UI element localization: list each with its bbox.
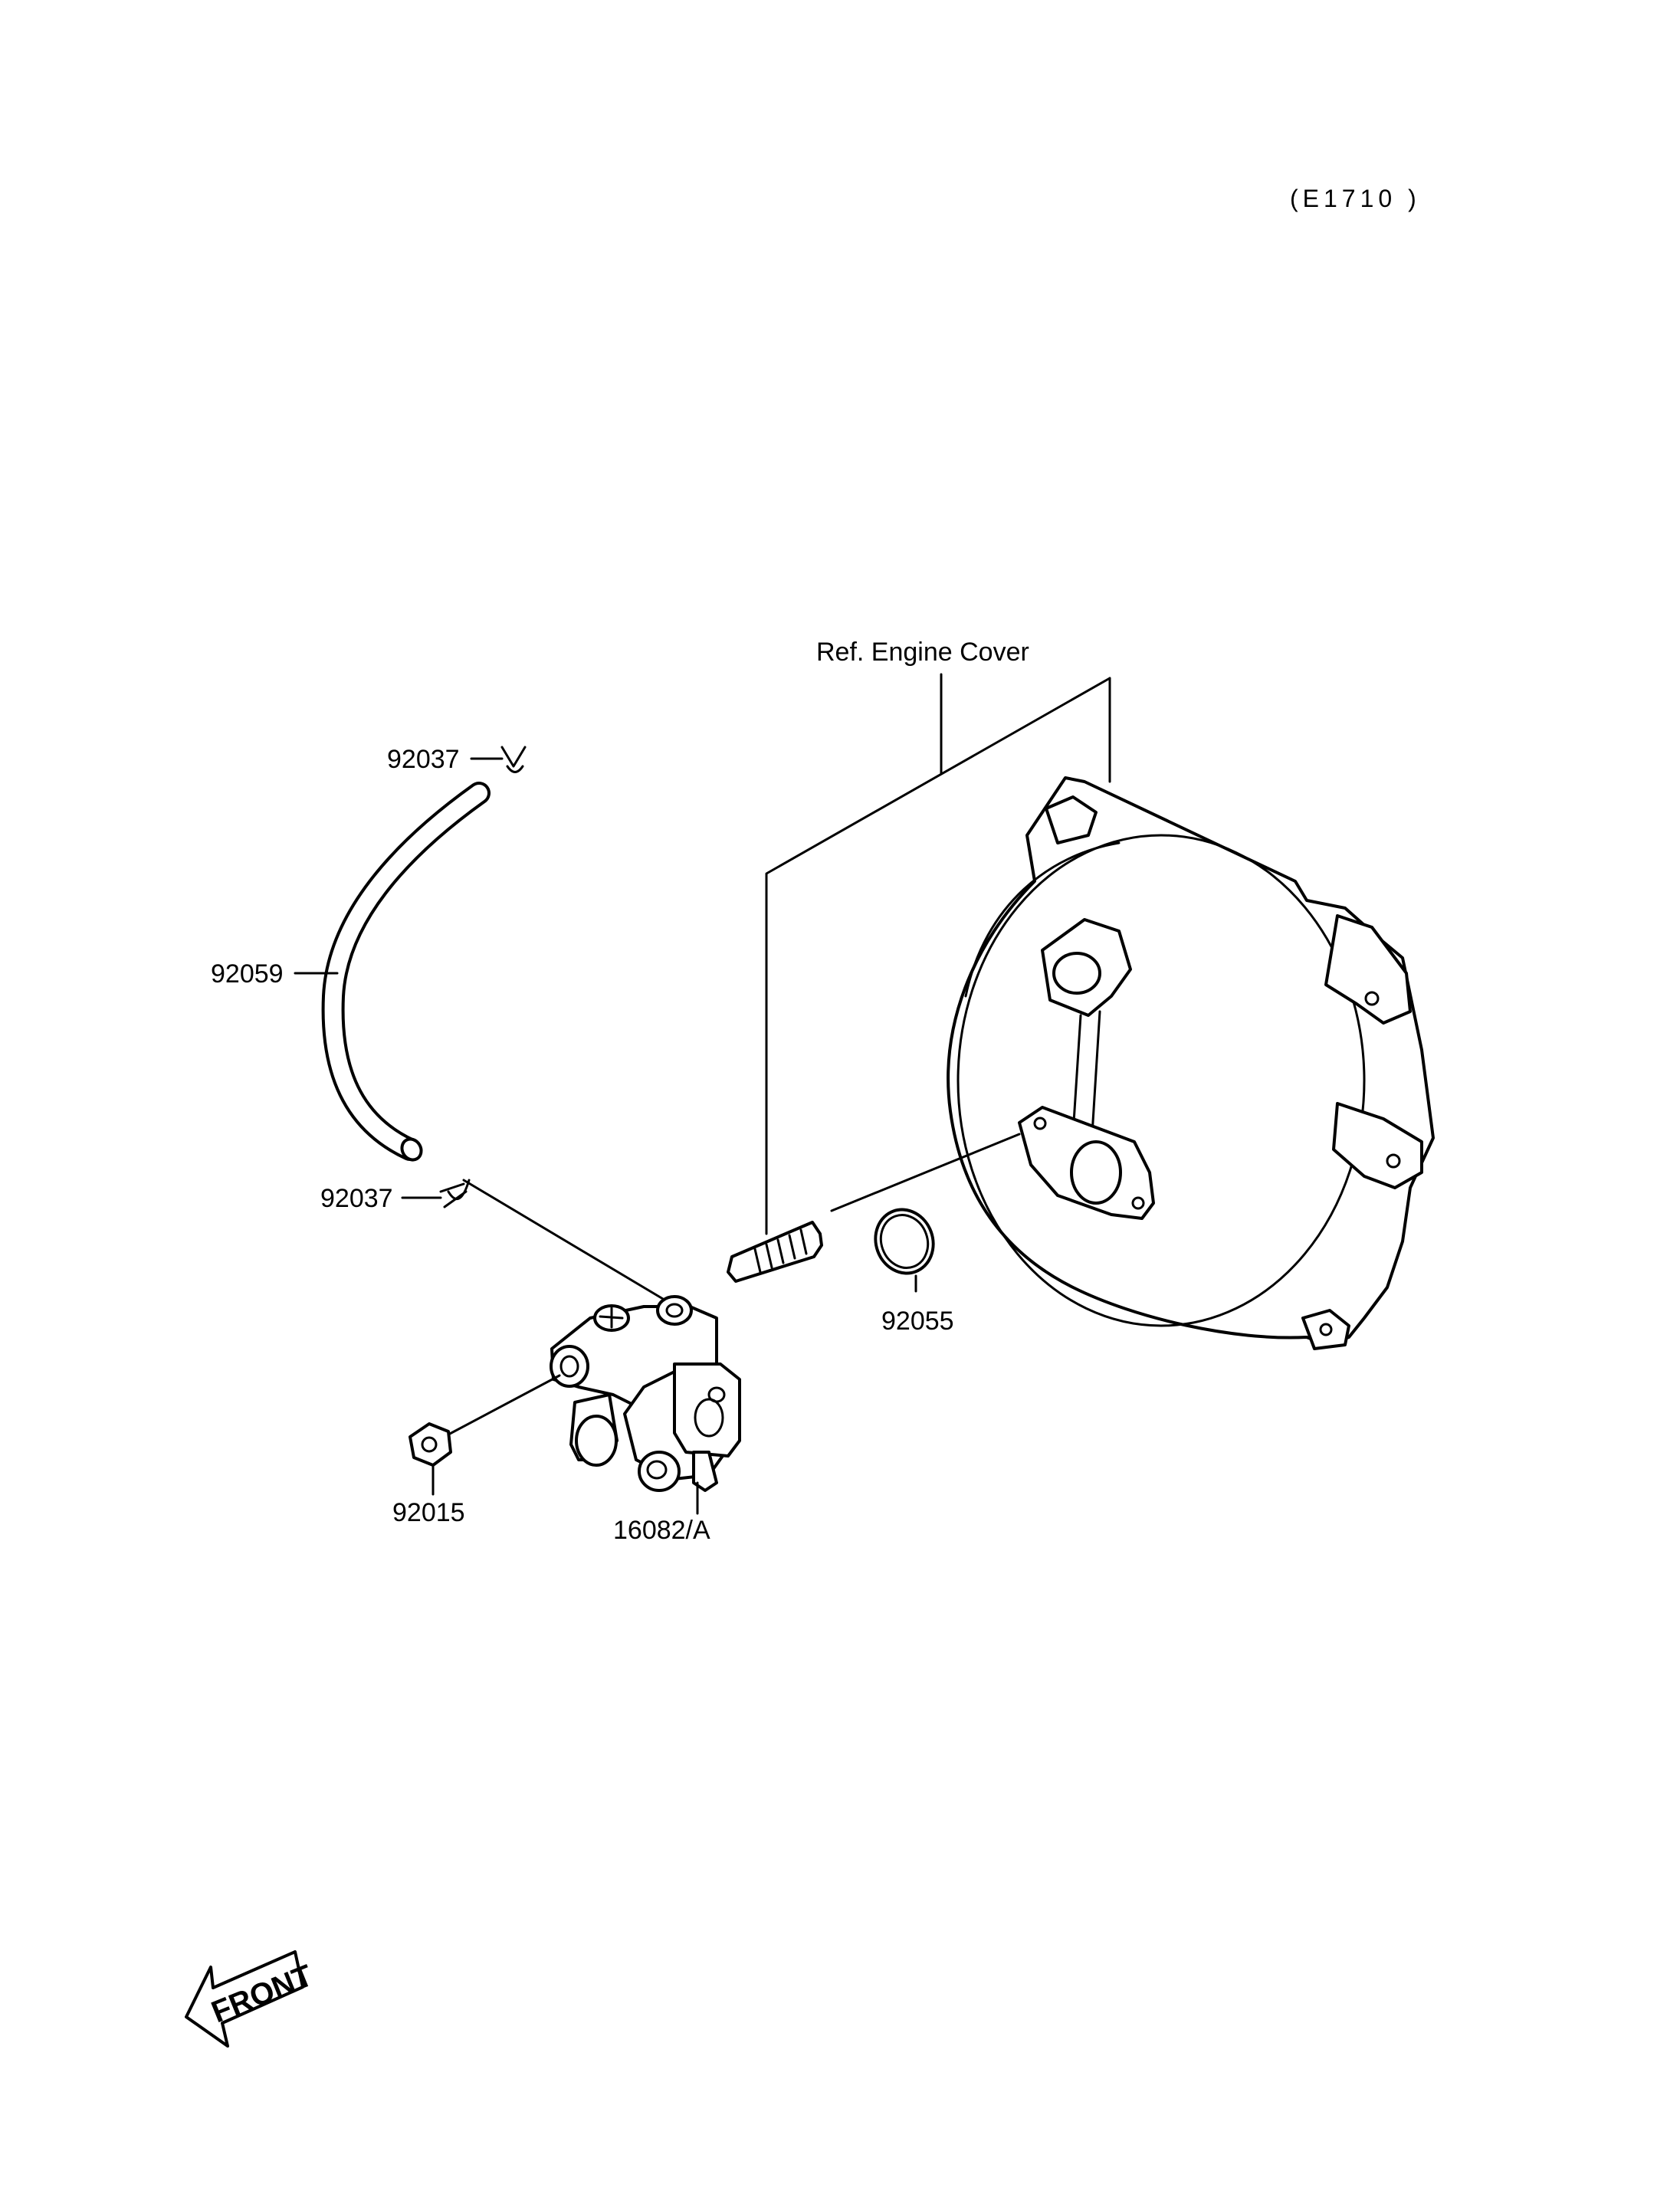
nut-leader-pump [447,1374,561,1436]
clamp-leader [462,1179,664,1300]
engine-cover [947,776,1435,1350]
nut [409,1422,452,1467]
hose [321,782,491,1162]
pump-label: 16082/A [613,1516,710,1545]
diagram-code: (E1710 ) [1290,185,1421,212]
oil-pump [550,1295,741,1492]
lower-clamp [401,1179,471,1208]
upper-clamp [470,746,527,773]
front-label: FRONT [207,1959,317,2029]
stud-leader [830,1133,1021,1212]
stud [727,1221,823,1283]
nut-label: 92015 [392,1498,465,1527]
upper-clamp-label: 92037 [387,745,460,774]
reference-bracket [765,673,1111,1235]
o-ring-label: 92055 [881,1307,954,1336]
o-ring [874,1208,935,1293]
front-arrow-icon: FRONT [185,1950,317,2048]
lower-clamp-label: 92037 [320,1184,393,1213]
reference-label: Ref. Engine Cover [816,638,1029,667]
hose-label: 92059 [211,959,284,989]
